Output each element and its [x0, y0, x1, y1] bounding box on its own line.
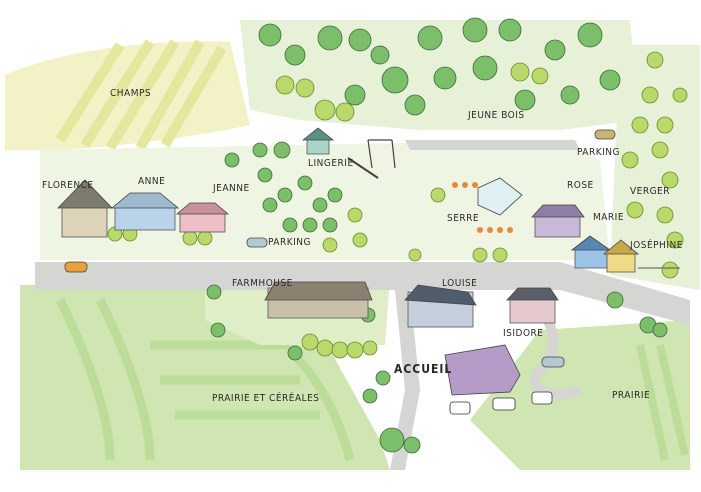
village-trees	[206, 141, 668, 454]
label-jeanne: JEANNE	[213, 183, 250, 194]
label-rose: ROSE	[567, 180, 594, 191]
label-prairie-cereales: PRAIRIE ET CÉRÉALES	[212, 393, 320, 404]
label-marie: MARIE	[593, 212, 625, 223]
serre-greenhouse	[477, 177, 523, 216]
label-anne: ANNE	[138, 176, 166, 187]
josephine-building	[602, 239, 680, 273]
prairie-right-stripes	[636, 344, 689, 461]
prairie-stripes	[55, 297, 355, 462]
label-verger: VERGER	[630, 186, 670, 197]
label-florence: FLORENCE	[42, 180, 94, 191]
marie-building	[570, 235, 612, 269]
louise-building	[404, 284, 477, 328]
label-champs: CHAMPS	[110, 88, 152, 99]
label-accueil: ACCUEIL	[394, 362, 453, 376]
light-bushes	[275, 62, 549, 122]
lingerie-building	[301, 127, 335, 155]
anne-building	[110, 192, 180, 231]
isidore-building	[506, 287, 559, 324]
champs-stripes	[55, 39, 227, 151]
hedge-bushes	[107, 187, 508, 359]
main-road	[35, 262, 690, 325]
label-lingerie: LINGERIE	[308, 158, 354, 169]
label-isidore: ISIDORE	[503, 328, 544, 339]
accueil-path	[390, 290, 420, 470]
orchard-meadow	[610, 45, 700, 290]
rose-building	[531, 204, 585, 238]
label-jeune-bois: JEUNE BOIS	[468, 110, 525, 121]
north-road	[405, 140, 580, 150]
label-prairie: PRAIRIE	[612, 390, 651, 401]
florence-building	[57, 179, 113, 238]
label-farmhouse: FARMHOUSE	[232, 278, 293, 289]
label-serre: SERRE	[447, 213, 480, 224]
label-parking-top: PARKING	[577, 147, 620, 158]
jeune-bois-trees	[258, 17, 621, 116]
label-louise: LOUISE	[442, 278, 478, 289]
cows	[449, 391, 553, 415]
vegetable-rows	[452, 182, 513, 233]
jeanne-building	[175, 202, 230, 233]
cars	[64, 129, 616, 368]
verger-trees	[621, 51, 688, 279]
farmhouse-building	[264, 281, 373, 319]
label-parking-mid: PARKING	[268, 237, 311, 248]
label-josephine: JOSÉPHINE	[630, 240, 683, 251]
accueil-building	[444, 344, 521, 396]
playground	[347, 139, 396, 179]
